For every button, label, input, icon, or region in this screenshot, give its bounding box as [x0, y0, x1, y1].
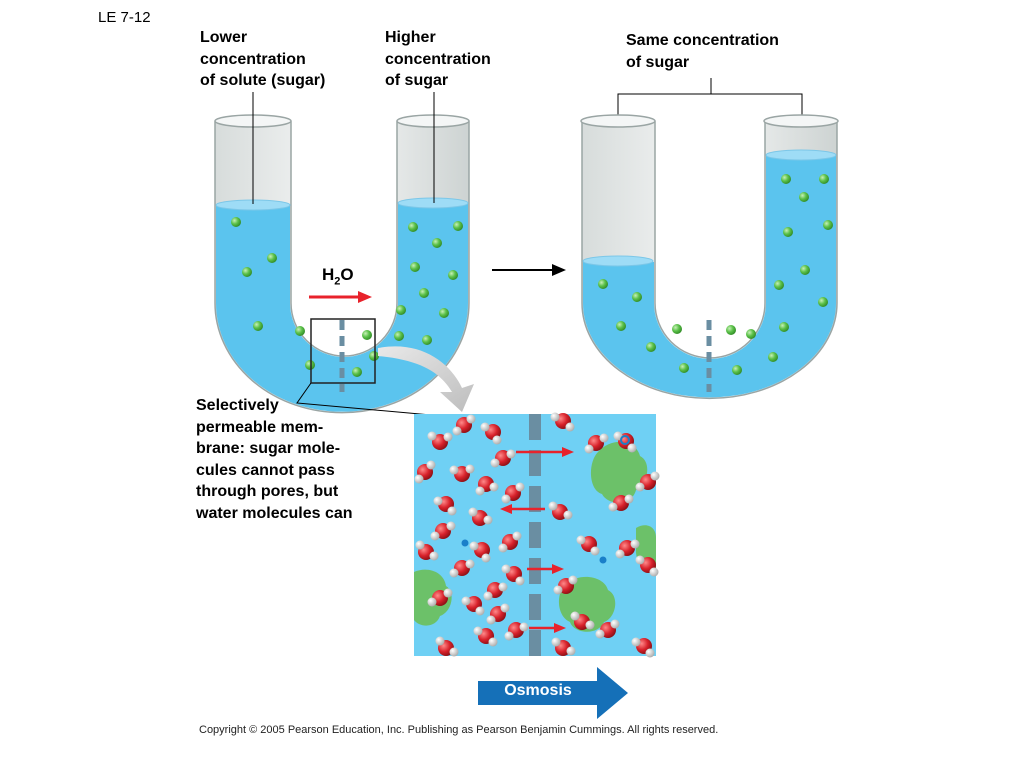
lower-concentration-label: Lower concentration of solute (sugar) [200, 29, 326, 89]
h2o-subscript: 2 [334, 275, 341, 288]
h2o-o: O [340, 265, 354, 284]
process-arrow [492, 264, 566, 276]
sugar-molecules-right [598, 174, 833, 375]
water-formula-label: H2O [322, 265, 354, 287]
sugar-molecule-blobs [414, 441, 656, 632]
sugar-molecules-left [231, 217, 463, 377]
copyright-notice: Copyright © 2005 Pearson Education, Inc.… [199, 724, 719, 736]
membrane-description-label: Selectively permeable mem- brane: sugar … [196, 397, 353, 522]
same-concentration-label: Same concentration of sugar [626, 32, 779, 71]
u-tube-after [580, 114, 839, 400]
magnified-membrane-view [414, 412, 660, 658]
solute-dots [461, 539, 607, 564]
water-fill-right [583, 155, 836, 398]
osmosis-label: Osmosis [504, 682, 572, 699]
water-fill-left [216, 204, 468, 412]
figure-id: LE 7-12 [98, 9, 151, 26]
h2o-h: H [322, 265, 335, 284]
water-flow-arrow [309, 291, 372, 303]
water-flow-arrows [500, 447, 574, 633]
zoom-arrow [378, 346, 474, 412]
higher-concentration-label: Higher concentration of sugar [385, 29, 491, 89]
zoom-box [310, 318, 376, 384]
water-molecules [414, 412, 660, 658]
osmosis-arrow [478, 667, 628, 719]
solute-ring [620, 435, 630, 445]
